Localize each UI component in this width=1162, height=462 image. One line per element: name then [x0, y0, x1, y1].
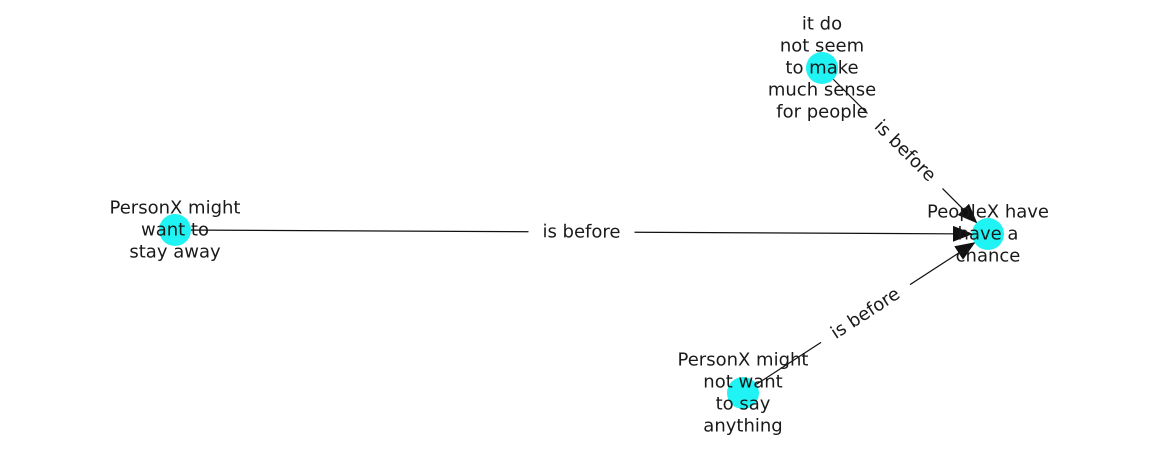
node-label-line: PersonX might [110, 198, 241, 219]
edge-label: is before [870, 116, 940, 186]
edge-label: is before [542, 221, 620, 242]
node-label-line: for people [776, 102, 868, 123]
edge-label-background [814, 274, 917, 353]
node-label-line: much sense [768, 80, 876, 101]
graph-node [159, 214, 191, 246]
node-label-line: PeopleX have [927, 202, 1049, 223]
graph-node [727, 377, 759, 409]
edge-label-background [528, 219, 635, 245]
node-label-line: to make [785, 58, 858, 79]
edge-label-group: is before [814, 274, 917, 353]
edge-label: is before [827, 283, 904, 343]
node-label-line: PersonX might [678, 350, 809, 371]
node-label-line: want to [141, 220, 209, 241]
edge-label-background [858, 104, 952, 198]
graph-node [806, 52, 838, 84]
edge-label-group: is before [858, 104, 952, 198]
node-label-line: stay away [129, 242, 221, 263]
edge-label-group: is before [528, 219, 635, 245]
node-label-line: have a [958, 224, 1019, 245]
node-label-line: chance [956, 246, 1021, 267]
node-label-line: it do [802, 14, 842, 35]
node-label-line: to say [716, 394, 771, 415]
graph-node [972, 218, 1004, 250]
node-label-line: not want [703, 372, 782, 393]
node-label-line: not seem [780, 36, 864, 57]
nodes-layer [159, 52, 1004, 409]
node-label-line: anything [703, 416, 782, 437]
